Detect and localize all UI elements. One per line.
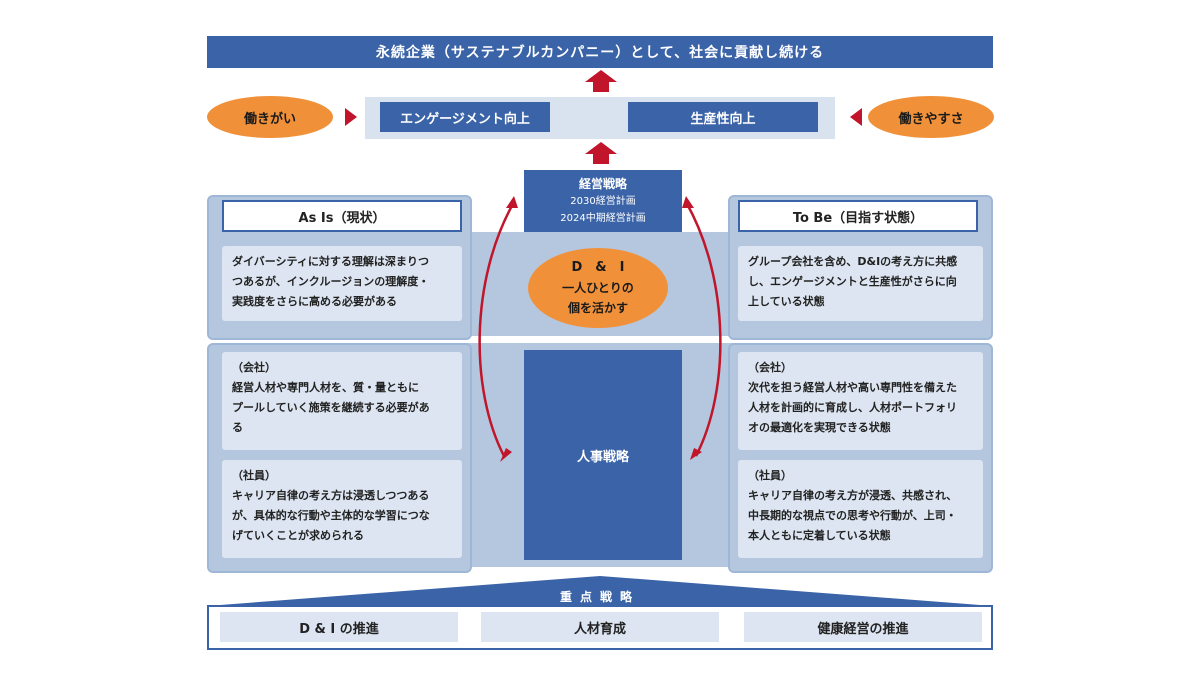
dei-line1: 一人ひとりの [562, 281, 634, 295]
to-be-title: To Be（目指す状態） [738, 200, 978, 232]
as-is-title: As Is（現状） [222, 200, 462, 232]
focus-item-talent: 人材育成 [481, 612, 719, 642]
up-arrow-icon [585, 70, 617, 92]
as-is-dei-text: ダイバーシティに対する理解は深まりつつあるが、インクルージョンの理解度・実践度を… [222, 246, 462, 321]
engagement-box: エンゲージメント向上 [380, 102, 550, 132]
to-be-dei-text: グループ会社を含め、D&Iの考え方に共感し、エンゲージメントと生産性がさらに向上… [738, 246, 983, 321]
dei-ellipse: D & I 一人ひとりの 個を活かす [528, 248, 668, 328]
arrow-left-icon [850, 108, 862, 126]
arrow-right-icon [345, 108, 357, 126]
focus-triangle [207, 576, 993, 606]
management-plan-2030: 2030経営計画 [570, 195, 636, 207]
management-plan-2024: 2024中期経営計画 [560, 212, 646, 224]
driver-right: 働きやすさ [868, 96, 994, 138]
dei-line2: 個を活かす [567, 301, 628, 315]
top-banner: 永続企業（サステナブルカンパニー）として、社会に貢献し続ける [207, 36, 993, 68]
to-be-employee-text: （社員）キャリア自律の考え方が浸透、共感され、中長期的な視点での思考や行動が、上… [738, 460, 983, 558]
management-strategy-box: 経営戦略 2030経営計画 2024中期経営計画 [524, 170, 682, 232]
productivity-box: 生産性向上 [628, 102, 818, 132]
as-is-employee-text: （社員）キャリア自律の考え方は浸透しつつあるが、具体的な行動や主体的な学習につな… [222, 460, 462, 558]
dei-title: D & I [571, 260, 625, 275]
focus-label: 重点戦略 [559, 590, 640, 604]
focus-item-dei: D & I の推進 [220, 612, 458, 642]
as-is-company-text: （会社）経営人材や専門人材を、質・量ともにプールしていく施策を継続する必要がある [222, 352, 462, 450]
hr-strategy-box: 人事戦略 [524, 350, 682, 560]
cycle-arrows-icon [478, 196, 722, 462]
management-strategy-title: 経営戦略 [578, 176, 627, 191]
to-be-company-text: （会社）次代を担う経営人材や高い専門性を備えた人材を計画的に育成し、人材ポートフ… [738, 352, 983, 450]
up-arrow-icon [585, 142, 617, 164]
driver-left: 働きがい [207, 96, 333, 138]
focus-item-health: 健康経営の推進 [744, 612, 982, 642]
center-divider [465, 336, 735, 343]
